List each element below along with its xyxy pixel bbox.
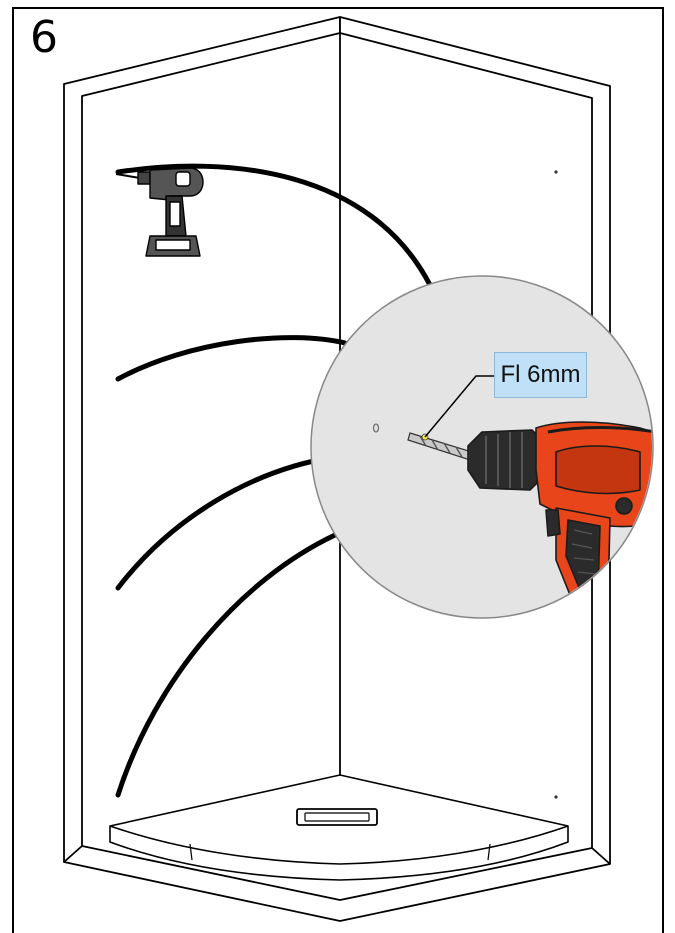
shower-drain-icon xyxy=(296,808,378,826)
shower-tray xyxy=(109,774,569,881)
drill-hole-mark xyxy=(554,170,558,174)
pointer-arc xyxy=(115,454,338,591)
drill-hole-mark xyxy=(554,795,558,799)
pointer-arcs xyxy=(115,163,433,798)
pointer-arc xyxy=(115,335,348,382)
drill-size-label: Fl 6mm xyxy=(494,352,587,398)
pointer-arc xyxy=(115,163,433,288)
instruction-frame xyxy=(12,7,664,933)
pointer-arc xyxy=(115,532,338,798)
callout-leader-line xyxy=(424,375,494,438)
step-number: 6 xyxy=(30,12,58,63)
orange-power-drill-icon xyxy=(467,421,652,601)
drill-hole-mark xyxy=(372,423,380,433)
cordless-drill-icon xyxy=(115,167,204,257)
